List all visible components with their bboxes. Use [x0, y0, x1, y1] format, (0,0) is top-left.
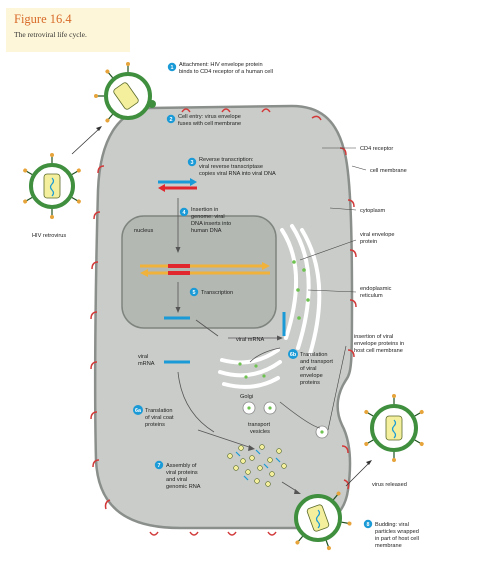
svg-text:6b: 6b	[290, 352, 297, 358]
label-hiv-retrovirus: HIV retrovirus	[32, 233, 66, 239]
svg-text:4: 4	[183, 210, 186, 216]
cd4-receptors	[90, 108, 357, 536]
attaching-virus	[93, 61, 156, 124]
released-virus	[362, 393, 426, 463]
hiv-retrovirus-particle	[21, 152, 83, 220]
svg-text:8: 8	[367, 522, 370, 528]
label-cytoplasm: cytoplasm	[360, 208, 386, 214]
step-badges: 1 2 3 4 5 6b 6a 7 8	[133, 62, 373, 529]
label-cd4-receptor: CD4 receptor	[360, 146, 393, 152]
svg-text:5: 5	[193, 290, 196, 296]
assembly-particles	[227, 444, 287, 487]
endoplasmic-reticulum	[280, 224, 322, 356]
leader-lines	[299, 147, 367, 431]
label-viral-mrna-inner: viral mRNA	[236, 337, 265, 343]
step-5-text: Transcription	[201, 290, 233, 296]
label-nucleus: nucleus	[134, 228, 153, 234]
svg-text:1: 1	[171, 65, 174, 71]
figure-title: Figure 16.4	[14, 12, 72, 26]
svg-text:7: 7	[158, 463, 161, 469]
flow-arrows	[175, 198, 321, 494]
label-cell-membrane: cell membrane	[370, 168, 407, 174]
label-golgi: Golgi	[240, 394, 253, 400]
reverse-transcription-strands	[158, 178, 197, 192]
figure-caption: The retroviral life cycle.	[14, 30, 87, 39]
svg-text:3: 3	[191, 160, 194, 166]
integrated-dna	[140, 262, 270, 277]
figure-header-panel	[6, 8, 130, 52]
svg-text:6a: 6a	[135, 408, 142, 414]
budding-virus	[294, 490, 353, 552]
svg-text:2: 2	[170, 117, 173, 123]
er-envelope-dots	[292, 260, 310, 320]
label-virus-released: virus released	[372, 482, 407, 488]
step-3-text: Reverse transcription:viral reverse tran…	[199, 157, 276, 177]
